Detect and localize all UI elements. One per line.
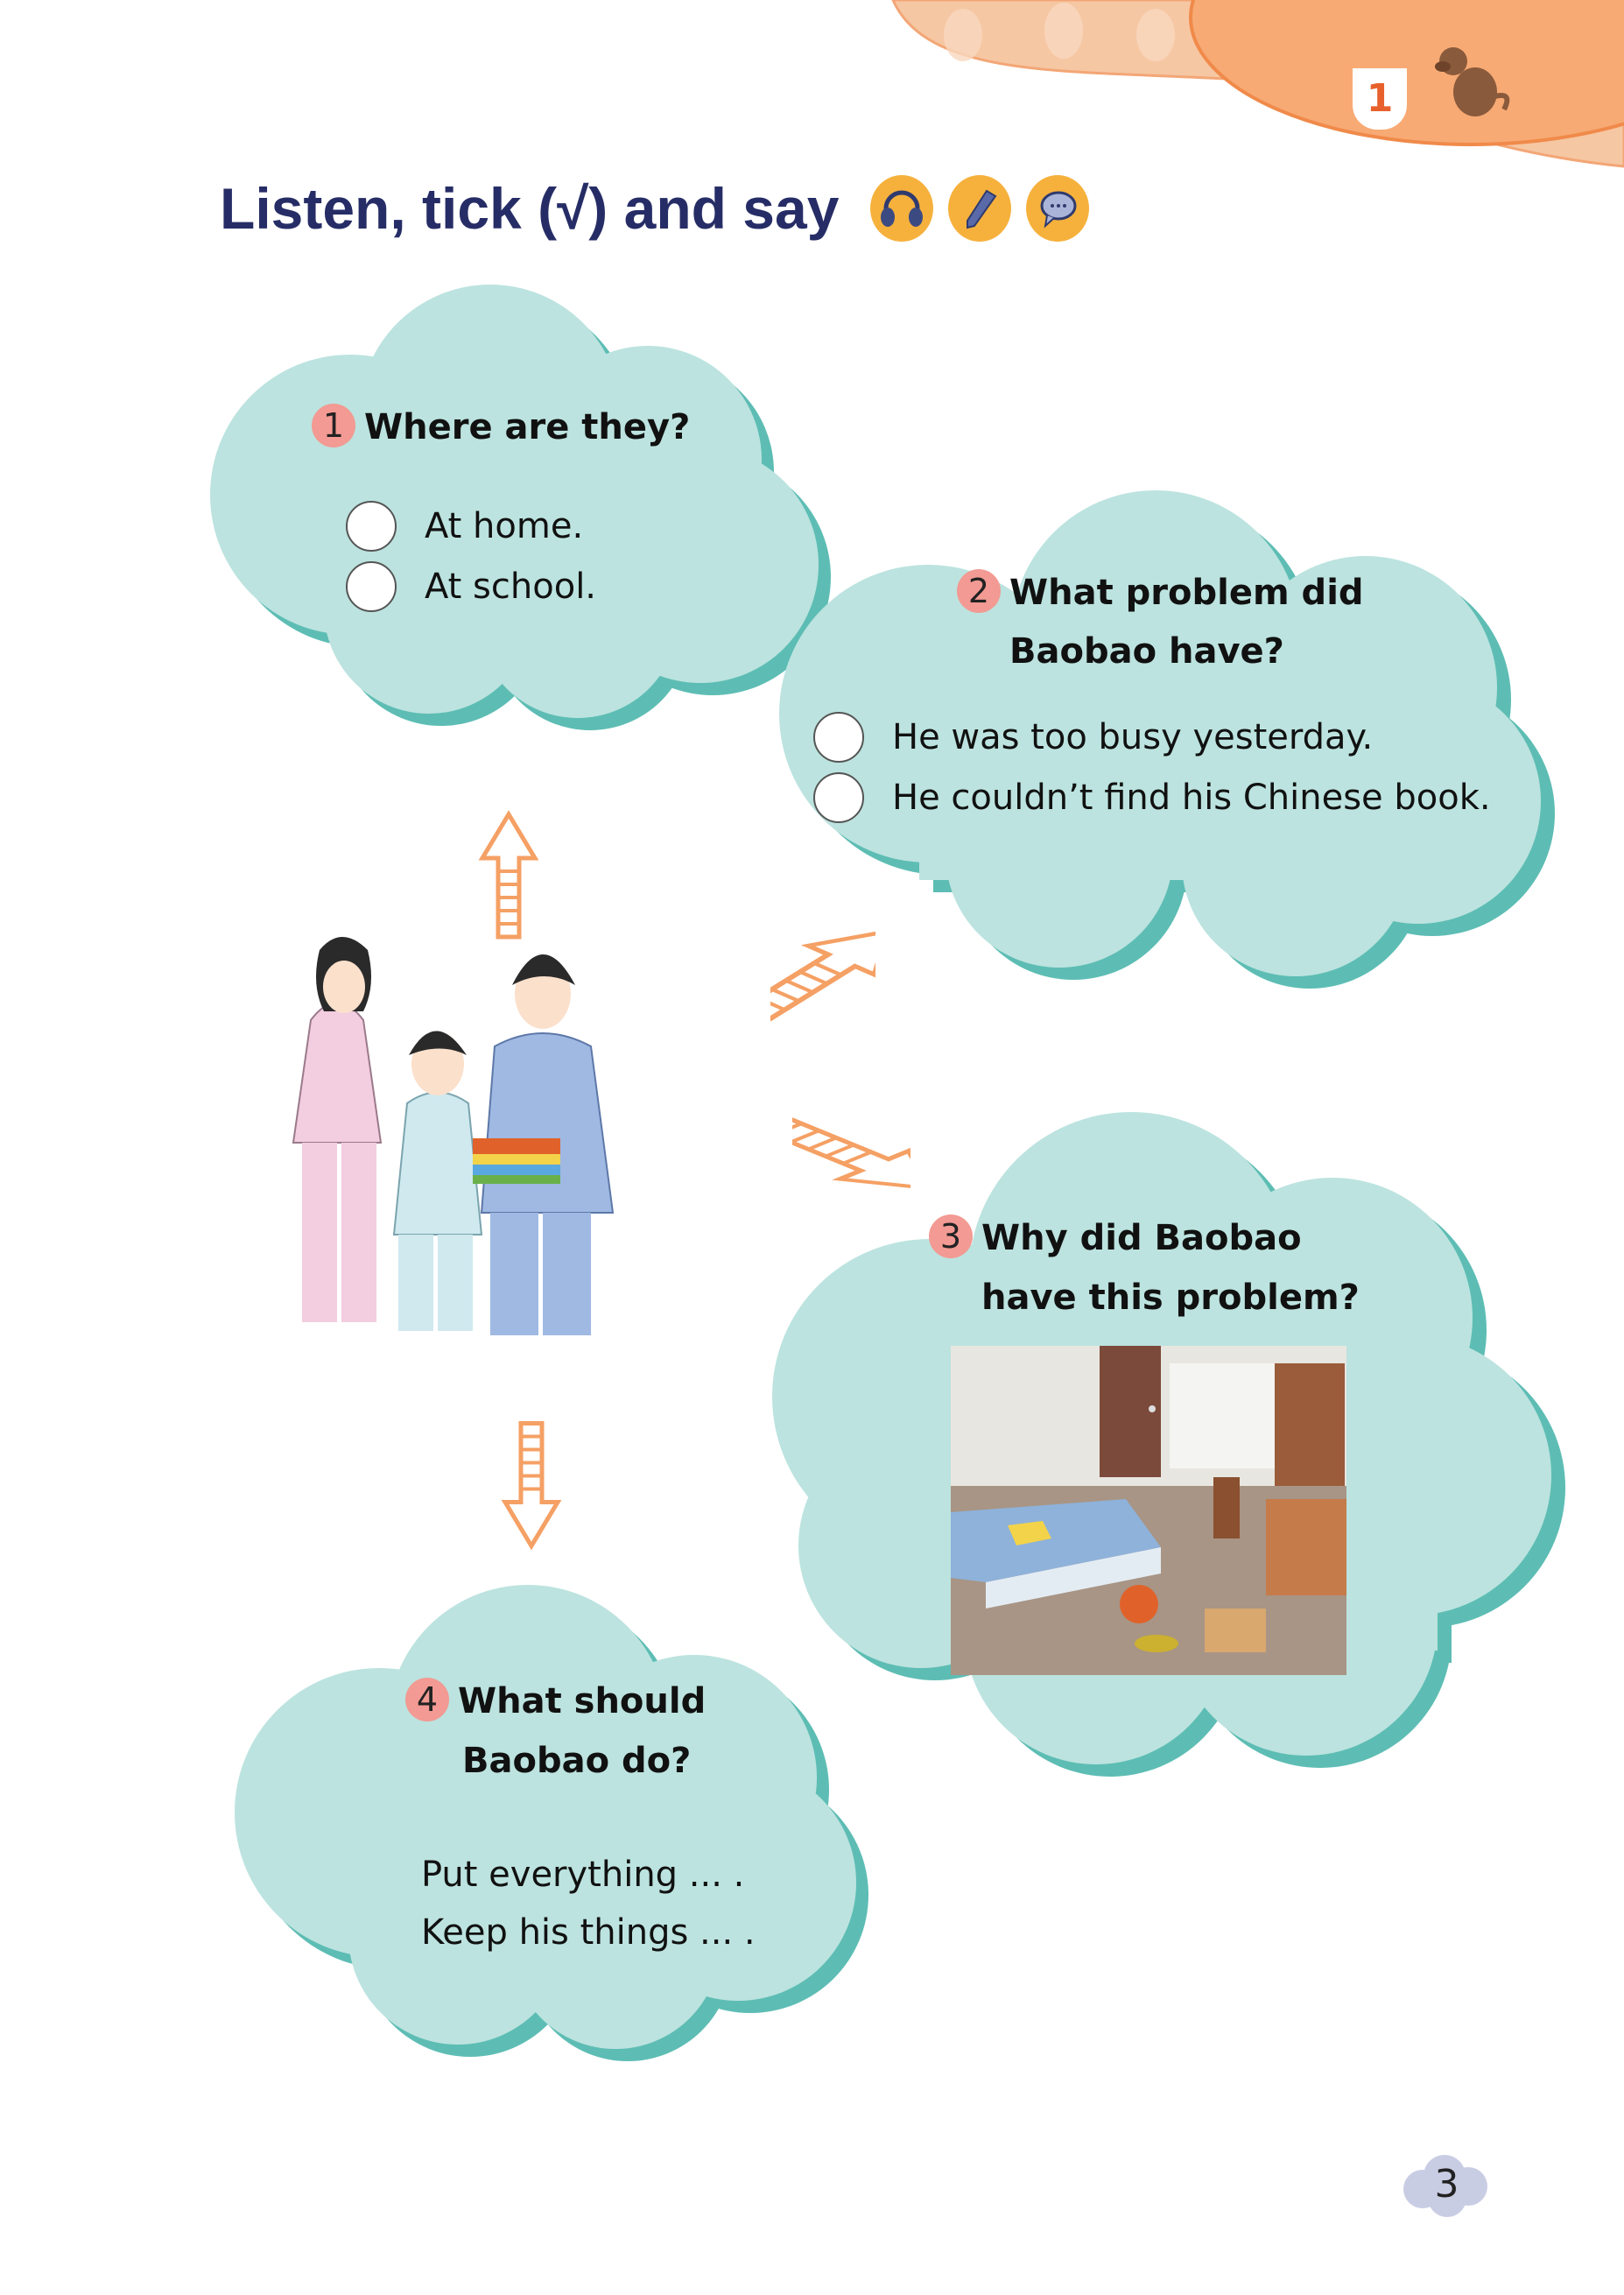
speech-bubble-icon xyxy=(1026,175,1090,242)
answer-prompt-1: Put everything ... . xyxy=(421,1855,745,1895)
option-label: At school. xyxy=(425,567,597,607)
question-text: Why did Baobao xyxy=(981,1218,1302,1258)
cloud-question-4 xyxy=(235,1585,868,2061)
family-illustration xyxy=(292,937,615,1335)
arrow-up-right-icon xyxy=(770,928,875,1022)
arrow-down-icon xyxy=(501,1421,562,1551)
answer-prompt-2: Keep his things ... . xyxy=(421,1912,756,1953)
page-number: 3 xyxy=(1434,2162,1459,2207)
unit-badge: 1 xyxy=(1353,68,1407,130)
unit-number: 1 xyxy=(1366,76,1394,121)
question-text: What problem did xyxy=(1009,573,1364,613)
father-figure xyxy=(473,954,615,1335)
pencil-icon xyxy=(948,175,1012,242)
tick-circle[interactable] xyxy=(813,712,864,763)
option-too-busy[interactable]: He was too busy yesterday. xyxy=(813,708,1373,767)
header-decoration xyxy=(891,0,1624,168)
headphones-icon xyxy=(870,175,934,242)
page-title: Listen, tick (√) and say xyxy=(220,176,840,241)
question-number-badge: 4 xyxy=(405,1678,449,1721)
arrow-down-right-icon xyxy=(792,1114,910,1192)
dog-icon xyxy=(1435,47,1510,116)
question-number-badge: 1 xyxy=(312,404,355,447)
cloud-question-2 xyxy=(779,490,1555,989)
question-4-title-line-2: Baobao do? xyxy=(462,1741,692,1781)
option-label: He was too busy yesterday. xyxy=(892,717,1374,757)
page-number-cloud xyxy=(1403,2155,1487,2217)
question-2-title-line-2: Baobao have? xyxy=(1009,631,1284,672)
baobao-figure xyxy=(392,1031,483,1331)
option-label: At home. xyxy=(425,506,584,546)
option-at-school[interactable]: At school. xyxy=(346,557,596,616)
mother-figure xyxy=(292,937,383,1322)
option-chinese-book[interactable]: He couldn’t find his Chinese book. xyxy=(813,768,1491,827)
option-label: He couldn’t find his Chinese book. xyxy=(892,778,1491,818)
tick-circle[interactable] xyxy=(346,501,397,552)
question-text: What should xyxy=(458,1681,707,1721)
question-3-title-line-2: have this problem? xyxy=(981,1278,1360,1318)
question-text: Where are they? xyxy=(364,407,691,447)
title-row: Listen, tick (√) and say xyxy=(220,173,1104,243)
arrow-up-icon xyxy=(478,810,539,940)
question-number-badge: 2 xyxy=(957,569,1001,613)
tick-circle[interactable] xyxy=(813,772,864,823)
tick-circle[interactable] xyxy=(346,561,397,612)
messy-bedroom-image xyxy=(951,1346,1346,1675)
option-at-home[interactable]: At home. xyxy=(346,496,583,556)
question-number-badge: 3 xyxy=(929,1214,973,1258)
